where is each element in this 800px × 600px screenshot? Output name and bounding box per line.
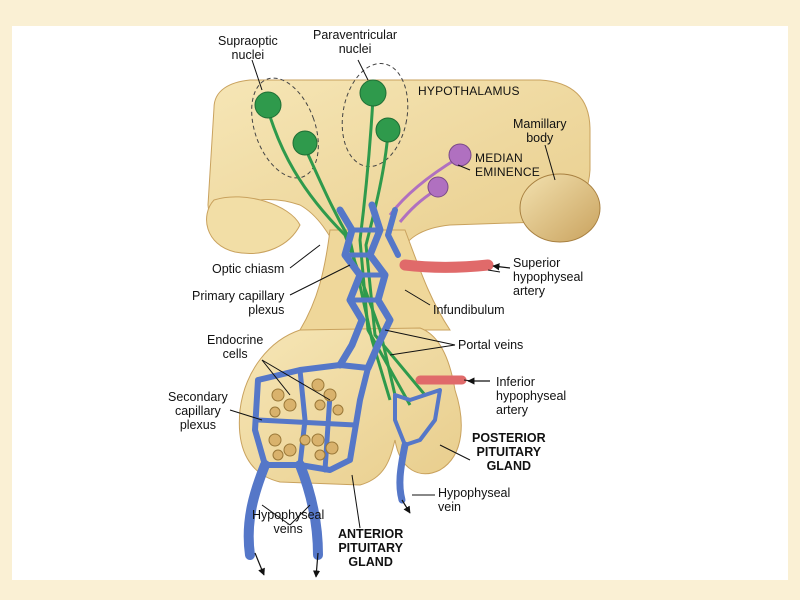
infundibulum-label: Infundibulum <box>433 303 505 317</box>
paraventricular-nuclei-outline <box>341 62 409 168</box>
supraoptic-nuclei-outline <box>251 77 319 179</box>
portal-veins-label: Portal veins <box>458 338 524 352</box>
vein-arrow-right <box>401 499 411 514</box>
portal-vessels <box>243 201 442 560</box>
endocrine-cells <box>268 378 344 461</box>
vein-arrow-middle <box>312 552 321 578</box>
infundibulum-stalk <box>299 229 451 331</box>
mamillary-body-shape <box>519 173 601 243</box>
vein-arrow-left <box>254 552 265 576</box>
hypothalamus-label: HYPOTHALAMUS <box>418 84 520 98</box>
superior-artery-arrow <box>492 263 511 271</box>
optic-chiasm-shape <box>206 196 301 254</box>
green-neurons <box>254 79 427 406</box>
leader-lines <box>229 59 556 529</box>
superior-artery-vessel <box>399 259 494 273</box>
optic-chiasm-label: Optic chiasm <box>212 262 285 276</box>
